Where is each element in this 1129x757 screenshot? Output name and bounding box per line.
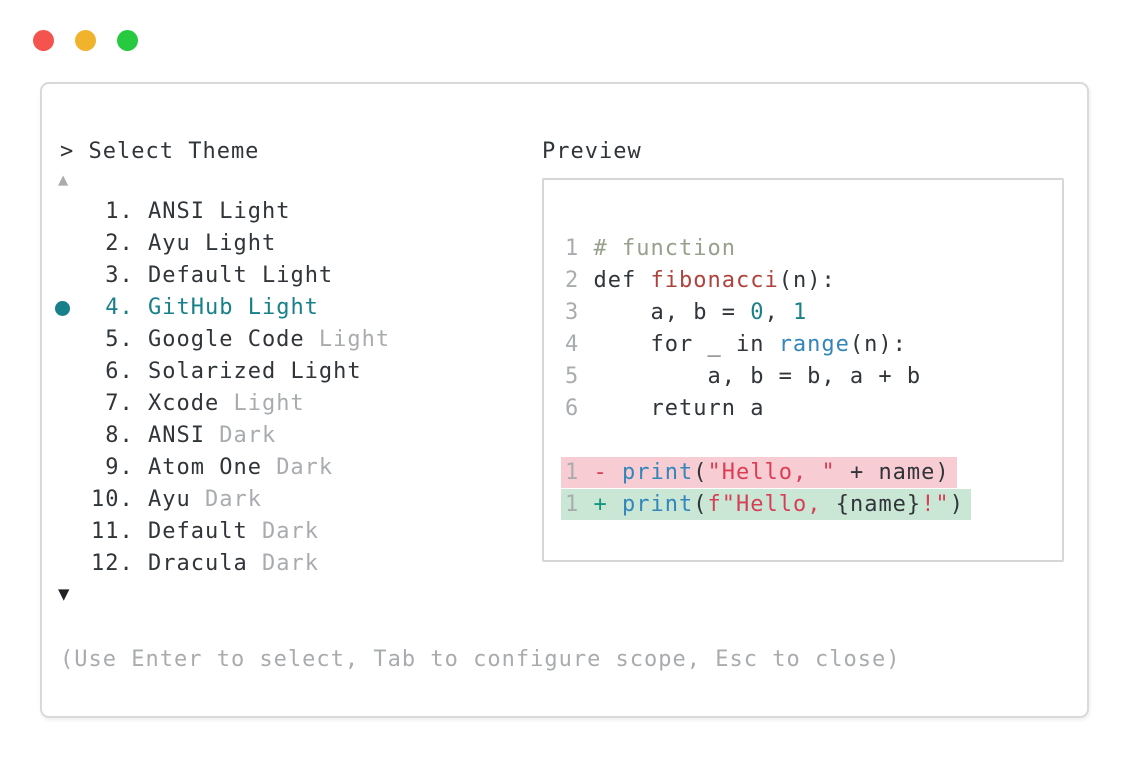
code-token-plain: {name}: [835, 492, 922, 517]
theme-item-label: 12. Dracula: [91, 551, 262, 576]
selected-item-bullet-icon: [55, 300, 70, 316]
zoom-button[interactable]: [117, 30, 138, 51]
code-token-plain: [608, 460, 622, 485]
code-token-string: !": [921, 492, 950, 517]
code-token-keyword: range: [778, 332, 850, 357]
code-token-minus: -: [593, 460, 608, 485]
code-token-number: 1: [792, 300, 808, 325]
theme-item-ansi-dark[interactable]: 8. ANSI Dark: [91, 420, 390, 452]
theme-item-github-light[interactable]: 4. GitHub Light: [55, 292, 390, 324]
code-token-plain: [608, 492, 622, 517]
preview-title: Preview: [542, 139, 642, 164]
line-number: 6: [565, 396, 594, 421]
theme-selector-window: > Select Theme ▲ 1. ANSI Light 2. Ayu Li…: [40, 82, 1089, 718]
minimize-button[interactable]: [75, 30, 96, 51]
close-button[interactable]: [33, 30, 54, 51]
theme-item-ansi-light[interactable]: 1. ANSI Light: [91, 196, 390, 228]
code-token-plain: (n):: [778, 268, 836, 293]
code-line: [565, 425, 1062, 457]
code-token-keyword: print: [622, 460, 694, 485]
code-line: 2 def fibonacci(n):: [565, 265, 1062, 297]
line-number: 1: [565, 236, 594, 261]
theme-item-suffix: Light: [219, 199, 291, 224]
code-token-plain: (n):: [849, 332, 907, 357]
line-number: 3: [565, 300, 594, 325]
code-token-plus: +: [593, 492, 608, 517]
line-number: 1: [565, 460, 594, 485]
code-token-plain: (: [693, 460, 708, 485]
theme-item-suffix: Light: [247, 295, 319, 320]
theme-item-atom-one-dark[interactable]: 9. Atom One Dark: [91, 452, 390, 484]
theme-item-label: 6. Solarized: [91, 359, 291, 384]
theme-item-ayu-light[interactable]: 2. Ayu Light: [91, 228, 390, 260]
line-number: 5: [565, 364, 594, 389]
code-token-comment: # function: [593, 236, 736, 261]
theme-item-default-dark[interactable]: 11. Default Dark: [91, 516, 390, 548]
theme-item-label: 2. Ayu: [91, 231, 205, 256]
code-token-plain: a, b =: [593, 300, 751, 325]
theme-item-label: 10. Ayu: [91, 487, 205, 512]
code-token-keyword: print: [622, 492, 694, 517]
code-token-plain: (: [693, 492, 708, 517]
theme-list: 1. ANSI Light 2. Ayu Light 3. Default Li…: [55, 196, 390, 580]
help-text: (Use Enter to select, Tab to configure s…: [60, 647, 901, 672]
code-token-string: "Hello, ": [707, 460, 836, 485]
code-token-string: f"Hello,: [707, 492, 836, 517]
code-token-plain: ): [949, 492, 964, 517]
scroll-up-indicator[interactable]: ▲: [58, 170, 69, 190]
code-token-plain: return a: [593, 396, 765, 421]
theme-item-suffix: Dark: [204, 487, 262, 512]
theme-item-label: 3. Default: [91, 263, 262, 288]
theme-item-suffix: Light: [233, 391, 305, 416]
diff-line-removed: 1 - print("Hello, " + name): [561, 457, 1062, 489]
theme-item-label: 1. ANSI: [91, 199, 220, 224]
theme-item-label: 5. Google Code: [91, 327, 319, 352]
code-line: 4 for _ in range(n):: [565, 329, 1062, 361]
line-number: 4: [565, 332, 594, 357]
theme-item-suffix: Dark: [261, 519, 319, 544]
theme-item-ayu-dark[interactable]: 10. Ayu Dark: [91, 484, 390, 516]
theme-item-label: 11. Default: [91, 519, 262, 544]
theme-item-dracula-dark[interactable]: 12. Dracula Dark: [91, 548, 390, 580]
code-token-plain: ,: [764, 300, 793, 325]
code-line: 5 a, b = b, a + b: [565, 361, 1062, 393]
diff-line-added: 1 + print(f"Hello, {name}!"): [561, 489, 1062, 521]
theme-item-default-light[interactable]: 3. Default Light: [91, 260, 390, 292]
code-line: 6 return a: [565, 393, 1062, 425]
theme-item-label: 7. Xcode: [91, 391, 234, 416]
code-line: 1 # function: [565, 233, 1062, 265]
theme-item-suffix: Dark: [261, 551, 319, 576]
line-number: 2: [565, 268, 594, 293]
code-token-func: fibonacci: [650, 268, 779, 293]
line-number: 1: [565, 492, 594, 517]
theme-item-google-code-light[interactable]: 5. Google Code Light: [91, 324, 390, 356]
code-token-plain: + name): [835, 460, 950, 485]
code-line: 3 a, b = 0, 1: [565, 297, 1062, 329]
theme-item-suffix: Dark: [276, 455, 334, 480]
theme-item-label: 9. Atom One: [91, 455, 277, 480]
theme-item-xcode-light[interactable]: 7. Xcode Light: [91, 388, 390, 420]
code-token-number: 0: [750, 300, 765, 325]
window-controls: [33, 30, 138, 51]
code-token-plain: a, b = b, a + b: [593, 364, 922, 389]
theme-item-suffix: Light: [290, 359, 362, 384]
scroll-down-indicator[interactable]: ▼: [58, 583, 70, 605]
theme-item-suffix: Light: [261, 263, 334, 288]
code-token-plain: def: [593, 268, 651, 293]
code-token-plain: for _ in: [593, 332, 779, 357]
theme-item-suffix: Light: [204, 231, 277, 256]
theme-item-label: 4. GitHub: [91, 295, 248, 320]
theme-item-label: 8. ANSI: [91, 423, 220, 448]
theme-item-solarized-light[interactable]: 6. Solarized Light: [91, 356, 390, 388]
select-theme-prompt: > Select Theme: [60, 139, 260, 164]
theme-item-suffix: Dark: [219, 423, 277, 448]
theme-item-suffix: Light: [318, 327, 391, 352]
